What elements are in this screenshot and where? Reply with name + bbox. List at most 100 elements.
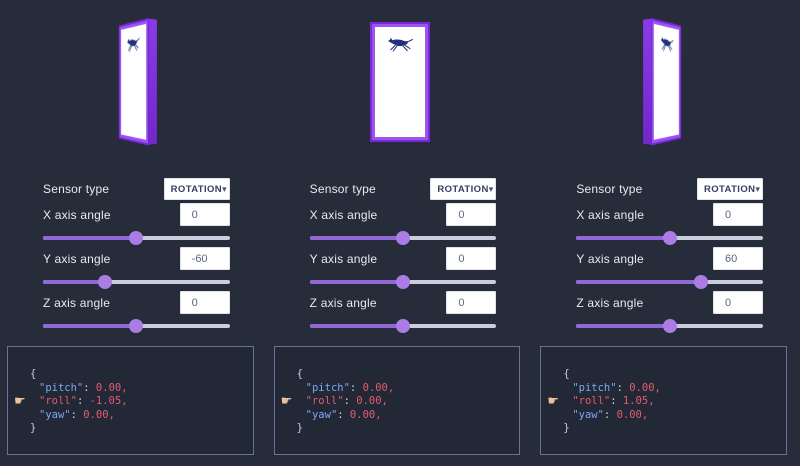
y-angle-input[interactable] — [446, 247, 497, 270]
slider-fill — [309, 236, 403, 240]
sensor-controls: Sensor type ROTATION ▾ X axis angle Y ax… — [267, 170, 534, 334]
slider-track[interactable] — [43, 280, 230, 284]
sensor-output-panel: { "pitch": 0.00, ☛"roll": 1.05, "yaw": 0… — [540, 346, 787, 455]
x-angle-slider[interactable] — [309, 230, 497, 246]
sensor-type-select[interactable]: ROTATION ▾ — [430, 178, 497, 200]
code-line: { — [563, 368, 570, 380]
code-line-yaw: "yaw": 0.00, — [572, 408, 649, 421]
z-angle-slider[interactable] — [576, 318, 763, 334]
y-angle-label: Y axis angle — [576, 251, 644, 266]
code-line: { — [30, 368, 37, 380]
y-angle-input[interactable] — [712, 247, 763, 270]
x-angle-input[interactable] — [446, 203, 497, 226]
card-side-right — [149, 18, 158, 145]
slider-fill — [43, 236, 137, 240]
sensor-type-label: Sensor type — [43, 182, 110, 196]
rotating-card — [119, 17, 158, 146]
slider-track[interactable] — [576, 280, 763, 284]
slider-thumb[interactable] — [395, 275, 410, 289]
pointer-hand-icon: ☛ — [547, 394, 559, 409]
x-angle-slider[interactable] — [576, 230, 763, 246]
y-angle-input[interactable] — [179, 247, 230, 270]
sensor-type-label: Sensor type — [576, 182, 643, 196]
sensor-controls: Sensor type ROTATION ▾ X axis angle Y ax… — [0, 170, 267, 334]
y-angle-slider[interactable] — [309, 274, 497, 290]
sensor-output-panel: { "pitch": 0.00, ☛"roll": -1.05, "yaw": … — [7, 346, 254, 455]
z-angle-input[interactable] — [179, 291, 230, 314]
y-angle-slider[interactable] — [576, 274, 763, 290]
slider-fill — [43, 324, 137, 328]
card-scene — [0, 0, 267, 170]
x-angle-row: X axis angle — [43, 203, 230, 226]
z-angle-row: Z axis angle — [576, 291, 763, 314]
rotating-card — [369, 22, 430, 142]
sensor-type-select[interactable]: ROTATION ▾ — [163, 178, 230, 200]
slider-thumb[interactable] — [693, 275, 708, 289]
y-angle-label: Y axis angle — [309, 251, 378, 266]
slider-thumb[interactable] — [662, 319, 677, 333]
y-angle-slider[interactable] — [43, 274, 230, 290]
z-angle-label: Z axis angle — [43, 295, 111, 310]
code-line: } — [30, 422, 37, 434]
pointer-hand-icon: ☛ — [14, 394, 26, 409]
code-line-roll: ☛"roll": 0.00, — [280, 394, 388, 409]
code-line-pitch: "pitch": 0.00, — [39, 381, 128, 394]
z-angle-label: Z axis angle — [309, 295, 377, 310]
sensor-type-value: ROTATION — [437, 183, 489, 195]
card-front — [119, 17, 150, 146]
rotating-card — [642, 17, 681, 146]
x-angle-row: X axis angle — [310, 203, 497, 226]
horse-icon — [660, 36, 673, 54]
slider-thumb[interactable] — [395, 319, 410, 333]
code-line: } — [296, 422, 303, 434]
z-angle-input[interactable] — [446, 291, 497, 314]
slider-thumb[interactable] — [129, 231, 144, 245]
sensor-column: Sensor type ROTATION ▾ X axis angle Y ax… — [533, 0, 800, 466]
code-line-yaw: "yaw": 0.00, — [39, 408, 115, 421]
slider-thumb[interactable] — [129, 319, 144, 333]
y-angle-label: Y axis angle — [43, 251, 111, 266]
code-line-roll: ☛"roll": 1.05, — [547, 394, 655, 409]
horse-icon — [387, 37, 413, 52]
z-angle-label: Z axis angle — [576, 295, 644, 310]
card-front — [369, 22, 430, 142]
code-line-pitch: "pitch": 0.00, — [305, 381, 395, 394]
sensor-type-select[interactable]: ROTATION ▾ — [696, 178, 763, 200]
x-angle-label: X axis angle — [576, 207, 645, 222]
y-angle-row: Y axis angle — [43, 247, 230, 270]
sensor-type-row: Sensor type ROTATION ▾ — [576, 178, 763, 200]
z-angle-slider[interactable] — [309, 318, 497, 334]
code-line-roll: ☛"roll": -1.05, — [14, 394, 128, 409]
sensor-type-label: Sensor type — [309, 182, 376, 196]
sensor-column: Sensor type ROTATION ▾ X axis angle Y ax… — [0, 0, 267, 466]
pointer-hand-icon: ☛ — [280, 394, 293, 409]
sensor-type-value: ROTATION — [170, 183, 223, 195]
x-angle-slider[interactable] — [43, 230, 230, 246]
slider-fill — [309, 280, 403, 284]
slider-fill — [576, 280, 701, 284]
code-line: } — [563, 422, 570, 434]
sensor-controls: Sensor type ROTATION ▾ X axis angle Y ax… — [533, 170, 800, 334]
slider-thumb[interactable] — [662, 231, 677, 245]
y-angle-row: Y axis angle — [576, 247, 763, 270]
card-scene — [533, 0, 800, 170]
card-scene — [267, 0, 534, 170]
slider-thumb[interactable] — [395, 231, 410, 245]
x-angle-row: X axis angle — [576, 203, 763, 226]
x-angle-input[interactable] — [712, 203, 763, 226]
slider-fill — [576, 324, 670, 328]
x-angle-input[interactable] — [179, 203, 230, 226]
card-front — [650, 17, 681, 146]
z-angle-slider[interactable] — [43, 318, 230, 334]
z-angle-input[interactable] — [712, 291, 763, 314]
horse-icon — [127, 36, 140, 54]
sensor-type-row: Sensor type ROTATION ▾ — [310, 178, 497, 200]
z-angle-row: Z axis angle — [43, 291, 230, 314]
caret-down-icon: ▾ — [488, 183, 494, 194]
slider-fill — [309, 324, 403, 328]
sensor-output-panel: { "pitch": 0.00, ☛"roll": 0.00, "yaw": 0… — [273, 346, 521, 455]
x-angle-label: X axis angle — [309, 207, 378, 222]
caret-down-icon: ▾ — [222, 183, 227, 194]
z-angle-row: Z axis angle — [310, 291, 497, 314]
slider-thumb[interactable] — [98, 275, 113, 289]
